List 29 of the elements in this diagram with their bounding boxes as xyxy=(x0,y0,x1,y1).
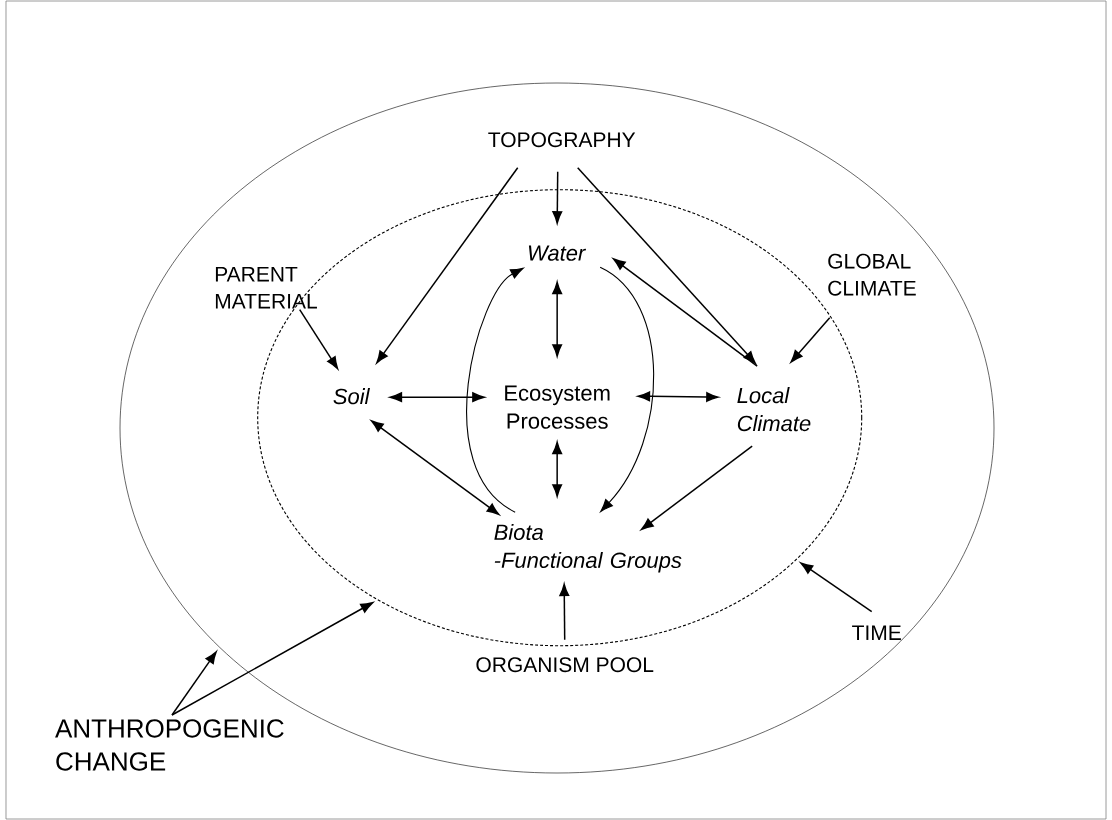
factor-label: ORGANISM POOL xyxy=(476,657,654,673)
arrow xyxy=(298,308,339,370)
arrow xyxy=(612,258,758,367)
factor-label: PARENT MATERIAL xyxy=(215,267,317,309)
arrow xyxy=(389,392,485,403)
arrow xyxy=(800,562,873,613)
arrow xyxy=(552,281,563,357)
arrow xyxy=(376,166,519,364)
factor-label: ANTHROPOGENIC CHANGE xyxy=(55,719,284,771)
factor-label: TIME xyxy=(852,625,901,640)
arrow xyxy=(640,445,753,530)
arrow xyxy=(790,316,831,363)
arrow xyxy=(171,602,374,716)
factor-label: GLOBAL CLIMATE xyxy=(828,253,916,296)
process-label: Water xyxy=(528,245,587,261)
arrow xyxy=(370,420,500,516)
arrow xyxy=(576,166,756,364)
arrow xyxy=(171,651,217,716)
arrow xyxy=(559,583,570,641)
curved-arrow xyxy=(466,267,524,513)
process-label: Soil xyxy=(333,388,370,405)
arrow xyxy=(637,391,719,402)
process-label: Ecosystem Processes xyxy=(505,385,610,429)
arrow xyxy=(552,441,563,497)
factor-label: TOPOGRAPHY xyxy=(488,132,636,148)
process-label: Biota -Functional Groups xyxy=(494,523,682,573)
arrow xyxy=(552,170,563,224)
process-label: Local Climate xyxy=(737,387,811,432)
curved-arrow xyxy=(599,266,655,512)
